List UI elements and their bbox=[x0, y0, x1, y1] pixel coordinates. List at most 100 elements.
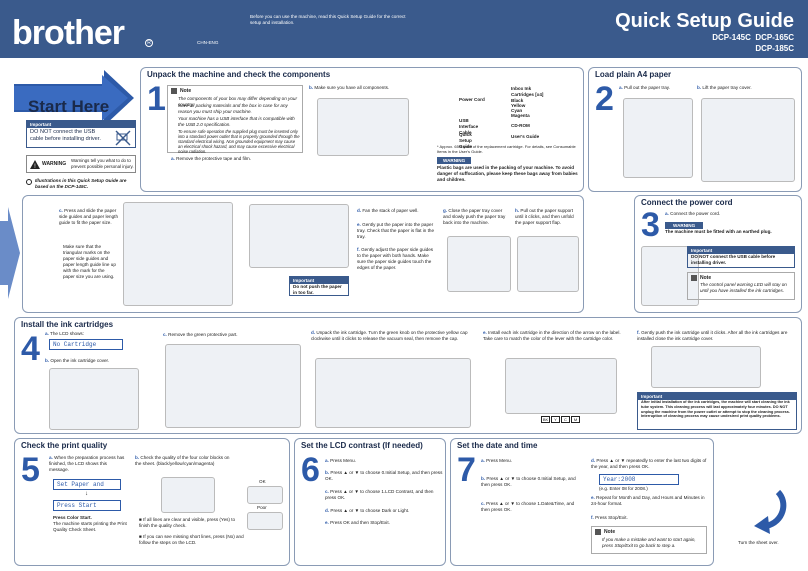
step4-e: e. Install each ink cartridge in the dir… bbox=[483, 330, 621, 341]
step2-h: h. Pull out the paper support until it c… bbox=[515, 208, 574, 225]
step3-title: Connect the power cord bbox=[641, 198, 733, 207]
step1-note-2: Save all packing materials and the box i… bbox=[178, 103, 288, 114]
press-color-start: Press Color Start. bbox=[53, 515, 92, 520]
header-banner: brother R Before you can use the machine… bbox=[0, 0, 808, 58]
ok-sample bbox=[247, 486, 283, 504]
note-icon bbox=[691, 275, 697, 281]
step2-panel: Load plain A4 paper 2 a. Pull out the pa… bbox=[588, 67, 802, 192]
step3-note-box: Note The control panel warning LED will … bbox=[687, 272, 795, 300]
power-cord-illustration bbox=[641, 246, 699, 306]
step2-b: b. Lift the paper tray cover. bbox=[697, 85, 752, 90]
step7-e-text: Repeat for Month and Day, and Hours and … bbox=[591, 495, 705, 506]
step6-d: d. Press ▲ or ▼ to choose Dark or Light. bbox=[325, 508, 410, 513]
step2-continued-panel: c. Press and slide the paper side guides… bbox=[22, 195, 584, 313]
step1-b-text: Make sure you have all components. bbox=[314, 85, 390, 90]
step3-important-text: DO NOT connect the USB cable before inst… bbox=[691, 254, 776, 265]
step2-c-text: Press and slide the paper side guides an… bbox=[59, 208, 118, 225]
step6-number: 6 bbox=[301, 451, 320, 489]
step4-f: f. Gently push the ink cartridge until i… bbox=[637, 330, 788, 341]
color-c: C bbox=[561, 416, 570, 423]
close-tray-illustration bbox=[447, 236, 511, 292]
step7-note-box: Note If you make a mistake and want to s… bbox=[591, 526, 707, 554]
step5-title: Check the print quality bbox=[21, 441, 108, 450]
step4-d-text: Unpack the ink cartridge. Turn the green… bbox=[311, 330, 468, 341]
component-cyan: Cyan bbox=[511, 108, 523, 113]
step6-title: Set the LCD contrast (If needed) bbox=[301, 441, 423, 450]
step7-f-text: Press Stop/Exit. bbox=[595, 515, 628, 520]
component-power-cord: Power Cord bbox=[459, 97, 485, 102]
step1-warning-text: Plastic bags are used in the packing of … bbox=[437, 165, 578, 182]
step2-e-text: Gently put the paper into the paper tray… bbox=[357, 222, 435, 239]
step2-g: g. Close the paper tray cover and slowly… bbox=[443, 208, 506, 225]
step7-note-text: If you make a mistake and want to start … bbox=[602, 537, 696, 548]
model-list: DCP-145C DCP-165C DCP-185C bbox=[712, 33, 794, 53]
warning-triangle-icon: ! bbox=[30, 160, 40, 169]
step5-b2-text: If you can see missing short lines, pres… bbox=[139, 534, 244, 545]
step1-a: a. Remove the protective tape and film. bbox=[171, 156, 251, 161]
start-important-box: Important DO NOT connect the USB cable b… bbox=[26, 120, 136, 148]
year-example: (e.g. Enter 08 for 2008.) bbox=[599, 486, 648, 491]
step7-b-text: Press ▲ or ▼ to choose 0.Initial Setup, … bbox=[481, 476, 576, 487]
step2-a-text: Pull out the paper tray. bbox=[624, 85, 671, 90]
protective-part-illustration bbox=[165, 344, 301, 428]
push-cartridge-illustration bbox=[651, 346, 761, 388]
step7-a: a. Press Menu. bbox=[481, 458, 512, 463]
step7-d-text: Press ▲ or ▼ repeatedly to enter the las… bbox=[591, 458, 707, 469]
illustration-note: Illustrations in this Quick Setup Guide … bbox=[35, 178, 127, 189]
step3-panel: Connect the power cord 3 a. Connect the … bbox=[634, 195, 802, 313]
paper-support-illustration bbox=[517, 236, 579, 292]
component-magenta: Magenta bbox=[511, 113, 530, 118]
step5-a: a. When the preparation process has fini… bbox=[49, 455, 125, 472]
step6-b-text: Press ▲ or ▼ to choose 0.Initial Setup, … bbox=[325, 470, 443, 481]
step1-note-box: Note The components of your box may diff… bbox=[167, 85, 303, 154]
step2-c: c. Press and slide the paper side guides… bbox=[59, 208, 118, 225]
start-here-title: Start Here bbox=[28, 97, 110, 116]
step1-warning-label: WARNING bbox=[437, 157, 472, 164]
step1-b: b. Make sure you have all components. bbox=[309, 85, 390, 90]
continue-arrow-icon bbox=[0, 207, 20, 299]
machine-illustration bbox=[317, 98, 409, 156]
fan-paper-illustration bbox=[249, 204, 349, 268]
step6-d-text: Press ▲ or ▼ to choose Dark or Light. bbox=[330, 508, 410, 513]
start-warning-box: ! WARNING Warnings tell you what to do t… bbox=[26, 155, 136, 173]
step5-b: b. Check the quality of the four color b… bbox=[135, 455, 230, 466]
step2-d: d. Fan the stack of paper well. bbox=[357, 208, 419, 213]
color-m: M bbox=[571, 416, 580, 423]
step4-a: a. The LCD shows: bbox=[45, 331, 85, 336]
step2-number: 2 bbox=[595, 80, 614, 118]
step4-c: c. Remove the green protective part. bbox=[163, 332, 238, 337]
step3-warning-box: WARNING The machine must be fitted with … bbox=[665, 222, 795, 235]
turn-over-arrow-icon bbox=[754, 489, 787, 534]
component-usb-cable: USB Interface Cable bbox=[459, 118, 479, 135]
step2-title: Load plain A4 paper bbox=[595, 70, 672, 79]
step5-b-text: Check the quality of the four color bloc… bbox=[135, 455, 230, 466]
step4-e-text: Install each ink cartridge in the direct… bbox=[483, 330, 621, 341]
step7-a-text: Press Menu. bbox=[486, 458, 512, 463]
step7-note-label: Note bbox=[604, 529, 616, 535]
step1-note-3: Your machine has a USB interface that is… bbox=[178, 116, 295, 127]
step7-f: f. Press Stop/Exit. bbox=[591, 515, 628, 520]
step3-warning-label: WARNING bbox=[665, 222, 704, 229]
step2-b-text: Lift the paper tray cover. bbox=[702, 85, 752, 90]
step2-c2: Make sure that the triangular marks on t… bbox=[63, 244, 116, 279]
step5-a-text: When the preparation process has finishe… bbox=[49, 455, 125, 472]
step3-warning-text: The machine must be fitted with an earth… bbox=[665, 229, 772, 234]
approx-note: * Approx. 65% yield of the replacement c… bbox=[437, 144, 576, 154]
svg-text:!: ! bbox=[34, 164, 36, 169]
step1-title: Unpack the machine and check the compone… bbox=[147, 70, 331, 79]
step4-number: 4 bbox=[21, 330, 40, 368]
step5-b2: ■ If you can see missing short lines, pr… bbox=[139, 534, 244, 545]
step4-a-text: The LCD shows: bbox=[50, 331, 85, 336]
turn-over-text: Turn the sheet over. bbox=[738, 540, 779, 545]
step4-b: b. Open the ink cartridge cover. bbox=[45, 358, 110, 363]
step2-a: a. Pull out the paper tray. bbox=[619, 85, 671, 90]
step1-a-text: Remove the protective tape and film. bbox=[176, 156, 251, 161]
step3-number: 3 bbox=[641, 206, 660, 244]
step2-d-text: Fan the stack of paper well. bbox=[362, 208, 419, 213]
start-important-text: DO NOT connect the USB cable before inst… bbox=[30, 129, 101, 142]
lcd-press-start: Press Start bbox=[53, 500, 121, 511]
step3-note-text: The control panel warning LED will stay … bbox=[700, 282, 787, 293]
start-here-arrow bbox=[14, 70, 134, 126]
lift-cover-illustration bbox=[701, 98, 795, 182]
step4-title: Install the ink cartridges bbox=[21, 320, 114, 329]
